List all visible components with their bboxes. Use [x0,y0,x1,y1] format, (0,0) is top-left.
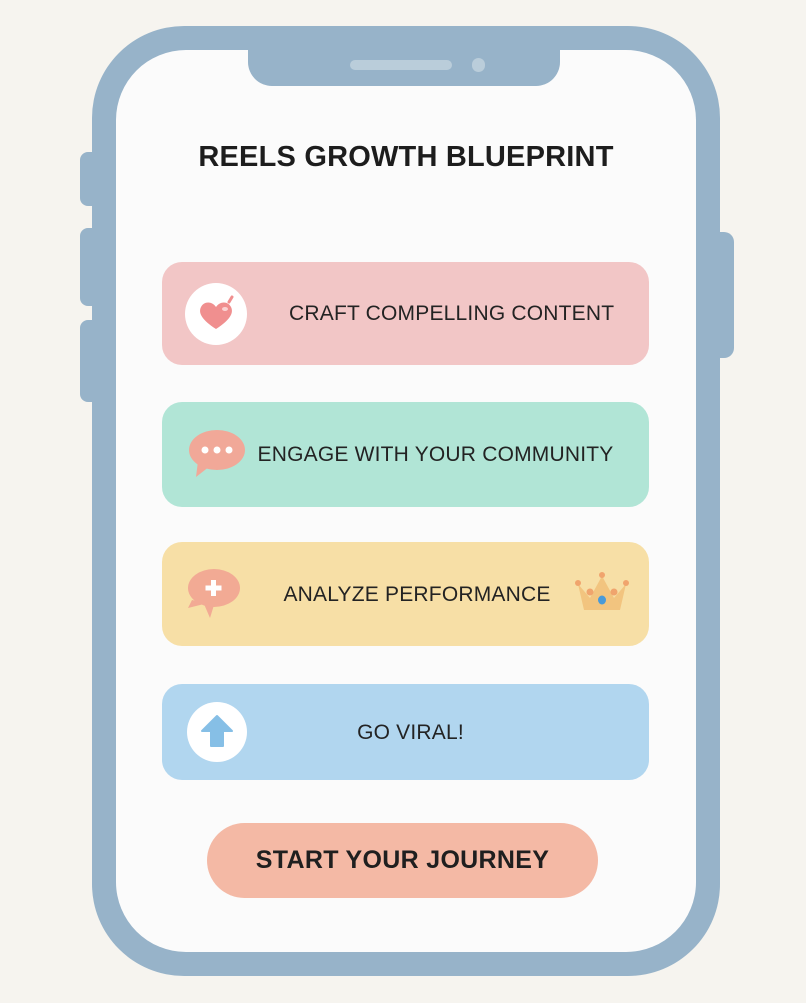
phone-power-button [716,232,734,358]
speaker-grille [350,60,452,70]
step-card-go-viral[interactable]: GO VIRAL! [162,684,649,780]
page-title: REELS GROWTH BLUEPRINT [198,141,614,173]
chat-plus-icon [186,568,242,625]
step-card-engage-community[interactable]: ENGAGE WITH YOUR COMMUNITY [162,402,649,507]
start-journey-button[interactable]: START YOUR JOURNEY [207,823,598,898]
step-label: ENGAGE WITH YOUR COMMUNITY [257,443,614,466]
chat-bubble-icon [188,429,246,484]
step-label: GO VIRAL! [357,720,464,744]
step-label: ANALYZE PERFORMANCE [283,582,551,606]
step-card-analyze-performance[interactable]: ANALYZE PERFORMANCE [162,542,649,646]
step-card-craft-content[interactable]: CRAFT COMPELLING CONTENT [162,262,649,365]
crown-icon [574,570,630,619]
step-label: CRAFT COMPELLING CONTENT [289,302,615,325]
phone-notch [248,40,560,86]
camera-icon [472,58,485,72]
arrow-up-icon [186,701,248,768]
heart-icon [184,282,248,351]
